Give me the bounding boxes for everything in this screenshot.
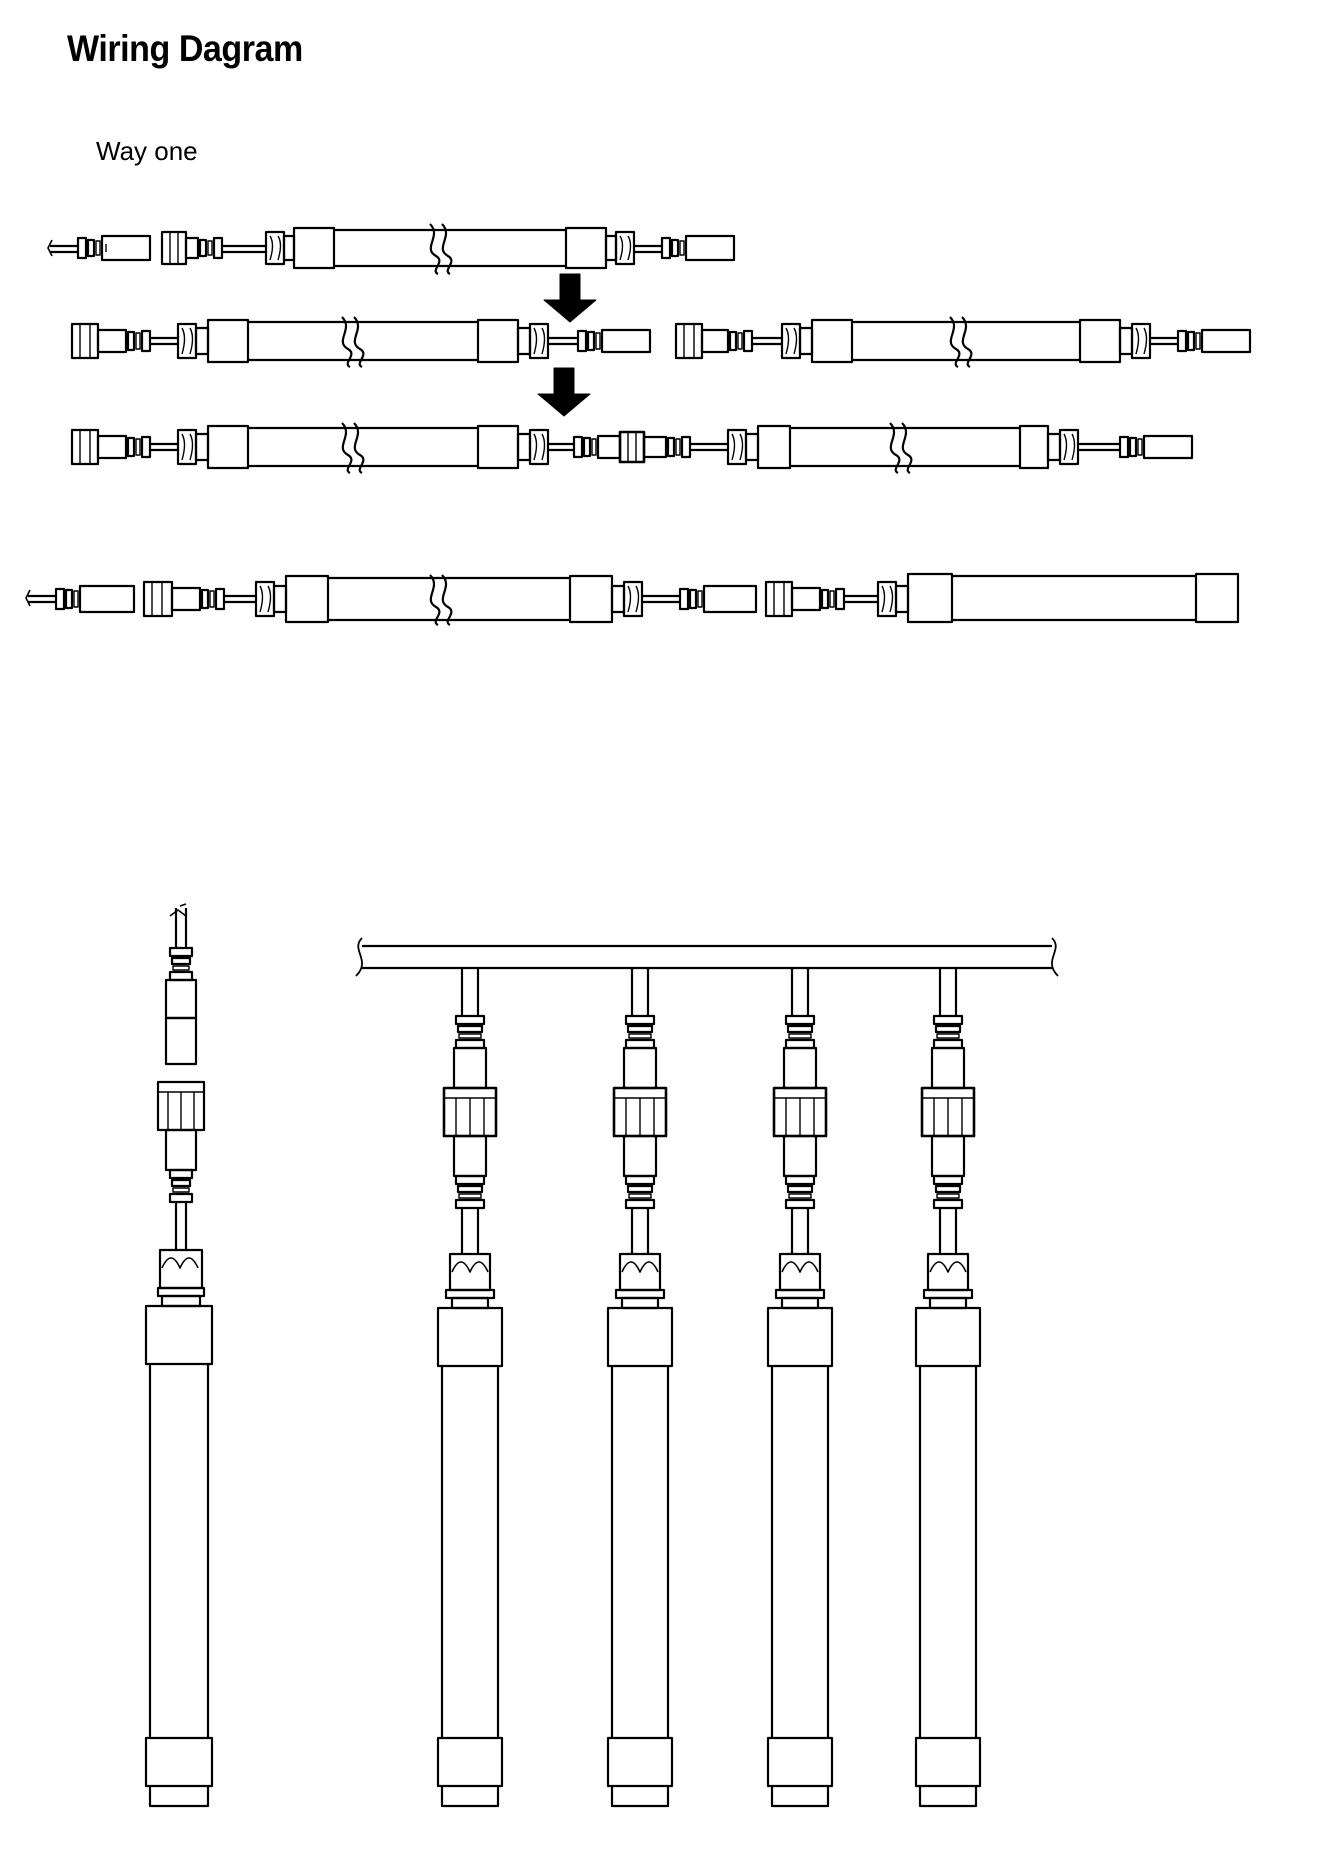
male-connector	[576, 328, 652, 354]
end-cap	[766, 1736, 834, 1788]
strip-end-fitting	[516, 322, 578, 360]
led-strip	[206, 421, 520, 475]
end-cap	[606, 1736, 674, 1788]
wire-lead	[25, 589, 56, 607]
male-connector	[164, 946, 198, 1066]
female-connector	[142, 580, 256, 618]
down-arrow-icon	[537, 367, 591, 417]
row-1-assembly	[47, 222, 736, 276]
strip-end-fitting	[516, 428, 574, 466]
page-title: Wiring Dagram	[67, 28, 303, 69]
strip-end-fitting	[876, 580, 910, 618]
down-arrow-icon	[543, 273, 597, 323]
wire-lead	[47, 239, 78, 257]
male-connector	[1118, 434, 1194, 460]
male-connector	[660, 234, 736, 262]
drop-assembly	[914, 968, 982, 1808]
led-strip	[756, 421, 1050, 475]
male-connector	[678, 584, 758, 614]
led-strip	[144, 1304, 214, 1808]
female-connector	[674, 322, 782, 360]
led-strip	[292, 222, 608, 276]
end-cap	[1194, 572, 1240, 624]
strip-end-fitting	[604, 230, 662, 266]
end-cap	[144, 1736, 214, 1788]
strip-end-fitting	[156, 1248, 206, 1308]
wire-lead	[169, 903, 188, 948]
strip-end-fitting	[610, 580, 680, 618]
led-strip	[284, 573, 614, 627]
male-connector	[54, 584, 136, 614]
female-connector	[160, 230, 266, 266]
led-strip-with-end-cap	[906, 572, 1240, 624]
strip-end-fitting	[264, 230, 296, 266]
female-connector	[156, 1080, 206, 1204]
female-connector	[70, 322, 178, 360]
section-label: Way one	[96, 136, 198, 166]
strip-end-fitting	[176, 428, 210, 466]
drop-assembly	[606, 968, 674, 1808]
led-strip	[206, 315, 520, 369]
drop-assembly	[436, 968, 504, 1808]
strip-end-fitting	[1046, 428, 1120, 466]
row-2-left-assembly	[70, 315, 652, 369]
female-connector	[70, 428, 178, 466]
end-cap	[436, 1736, 504, 1788]
drop-assembly	[766, 968, 834, 1808]
row-4-assembly	[25, 572, 1240, 627]
strip-end-fitting	[780, 322, 814, 360]
male-connector	[1176, 328, 1252, 354]
vertical-exploded-assembly	[144, 903, 214, 1808]
strip-end-fitting	[176, 322, 210, 360]
row-2-right-assembly	[674, 315, 1252, 369]
connector-pair-joined	[572, 430, 728, 464]
strip-end-fitting	[254, 580, 288, 618]
strip-end-fitting	[726, 428, 760, 466]
strip-end-fitting	[1118, 322, 1178, 360]
female-connector	[764, 580, 878, 618]
male-connector	[76, 234, 152, 262]
led-strip	[810, 315, 1122, 369]
row-3-joined-assembly	[70, 421, 1194, 475]
end-cap	[914, 1736, 982, 1788]
